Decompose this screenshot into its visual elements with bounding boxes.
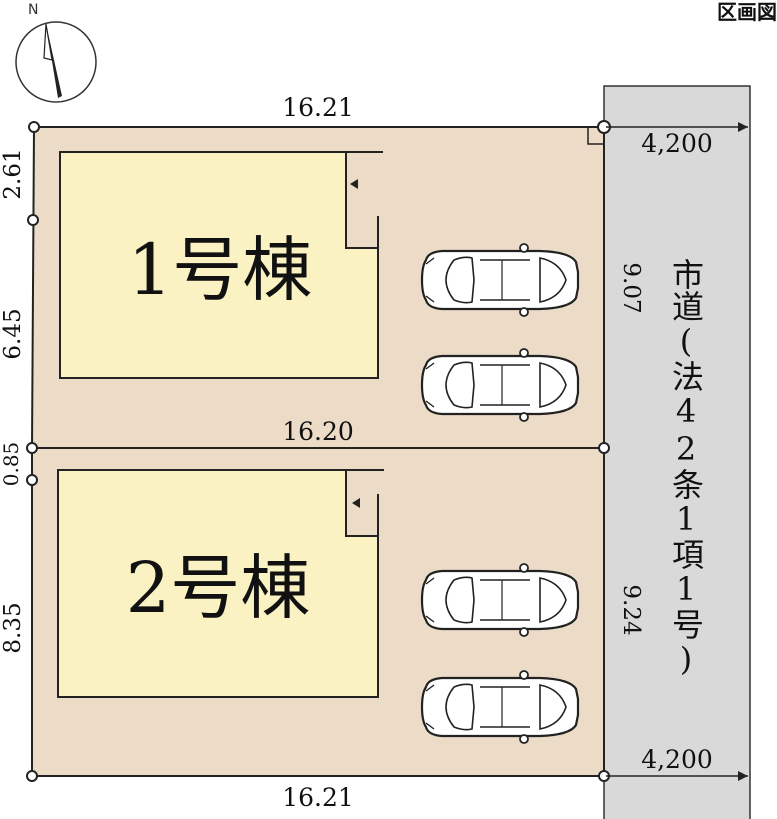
dim-lot2-right: 9.24 xyxy=(618,584,644,635)
road-strip xyxy=(603,85,751,819)
car-icon xyxy=(420,669,580,745)
boundary-point xyxy=(26,770,38,782)
dim-lot1-right: 9.07 xyxy=(618,262,644,313)
car-icon xyxy=(420,347,580,423)
boundary-point xyxy=(26,474,38,486)
dim-lot1-bottom: 16.20 xyxy=(282,417,354,446)
svg-text:N: N xyxy=(28,2,38,18)
lot-2-name: 2号棟 xyxy=(126,547,311,629)
dim-lot1-left-lower: 6.45 xyxy=(0,308,26,359)
boundary-point xyxy=(26,442,38,454)
entrance-marker-icon xyxy=(352,498,360,508)
page-title: 区画図 xyxy=(717,0,777,24)
road-width-top: 4,200 xyxy=(641,129,713,158)
boundary-point xyxy=(28,121,40,133)
boundary-point xyxy=(27,214,39,226)
dim-lot1-left-upper: 2.61 xyxy=(0,148,26,199)
car-icon xyxy=(420,562,580,638)
lot-1-name: 1号棟 xyxy=(128,229,313,311)
entrance-marker-icon xyxy=(350,179,358,189)
car-icon xyxy=(420,242,580,318)
road-width-bottom: 4,200 xyxy=(641,745,713,774)
building-2-porch xyxy=(346,469,384,537)
dim-lot2-left-upper: 0.85 xyxy=(0,442,23,487)
road-label: 市道(法42条1項1号) xyxy=(667,258,705,678)
building-1-porch xyxy=(346,151,383,249)
right-angle-mark-icon xyxy=(587,127,604,145)
dim-lot2-left-lower: 8.35 xyxy=(0,602,26,653)
compass-north-icon: N xyxy=(15,2,97,103)
boundary-point xyxy=(598,442,610,454)
dim-lot1-top: 16.21 xyxy=(282,93,354,122)
dim-lot2-bottom: 16.21 xyxy=(282,783,354,812)
